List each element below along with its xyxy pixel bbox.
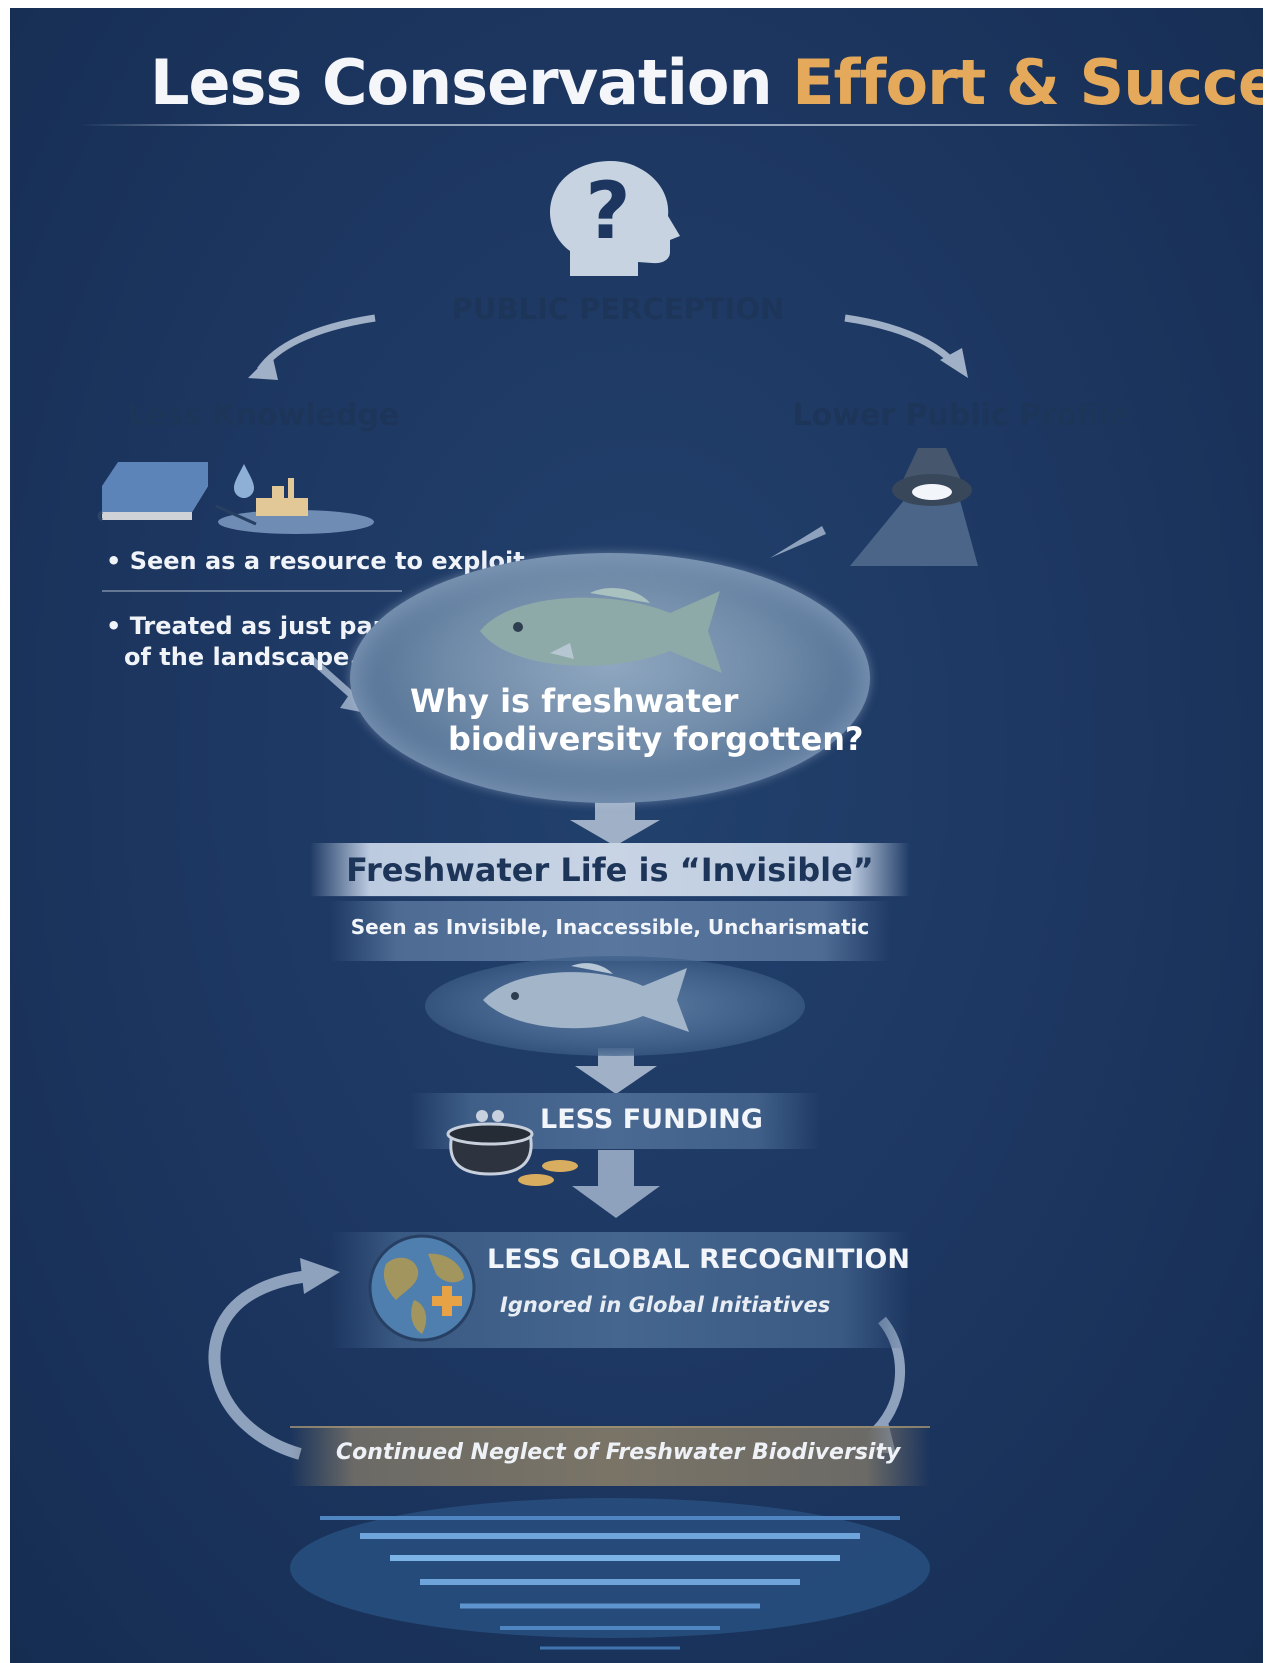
purse-icon bbox=[446, 1110, 578, 1186]
question-head-icon: ? bbox=[550, 161, 680, 276]
neglect-label: Continued Neglect of Freshwater Biodiver… bbox=[336, 1440, 901, 1465]
water-ripple-icon bbox=[290, 1498, 930, 1650]
flow-arrows bbox=[208, 314, 968, 1460]
title-part1: Less Conservation bbox=[150, 46, 773, 119]
lower-profile-banner: Lower Public Profile bbox=[770, 389, 1152, 441]
arrow-right-head bbox=[940, 348, 968, 378]
page-title: Less Conservation Effort & Success bbox=[150, 46, 1263, 119]
fish-icon bbox=[480, 588, 722, 673]
infographic-canvas: Less Conservation Effort & Success ? PUB… bbox=[10, 8, 1263, 1663]
invisible-subtitle: Seen as Invisible, Inaccessible, Unchari… bbox=[350, 915, 870, 939]
invisible-title: Freshwater Life is “Invisible” bbox=[346, 851, 874, 889]
svg-text:?: ? bbox=[585, 167, 630, 257]
less-knowledge-label: Less Knowledge bbox=[126, 397, 400, 433]
knowledge-illustration bbox=[97, 462, 374, 534]
lower-profile-label: Lower Public Profile bbox=[792, 397, 1130, 433]
arrow-left-head bbox=[248, 354, 278, 380]
spotlight-icon bbox=[850, 448, 978, 566]
public-perception-banner: PUBLIC PERCEPTION bbox=[392, 284, 844, 334]
less-knowledge-banner: Less Knowledge bbox=[82, 389, 444, 441]
small-fish-icon bbox=[483, 963, 689, 1032]
title-divider bbox=[80, 124, 1200, 126]
globe-icon bbox=[368, 1234, 476, 1342]
neglect-banner bbox=[290, 1426, 930, 1486]
factory-icon bbox=[256, 478, 308, 516]
global-subtitle: Ignored in Global Initiatives bbox=[500, 1293, 831, 1317]
coin-icon bbox=[542, 1160, 578, 1172]
invisible-banner: Freshwater Life is “Invisible” Seen as I… bbox=[310, 843, 910, 961]
funding-label: LESS FUNDING bbox=[540, 1104, 763, 1135]
question-line1: Why is freshwater bbox=[410, 682, 739, 720]
title-part2: Effort & Success bbox=[792, 46, 1263, 119]
central-question: Why is freshwater biodiversity forgotten… bbox=[410, 682, 864, 758]
bullet-divider bbox=[102, 590, 402, 592]
bullet-landscape-line1: • Treated as just part bbox=[106, 612, 396, 640]
water-drop-icon bbox=[234, 464, 254, 498]
cycle-arrow-left bbox=[208, 1270, 311, 1460]
global-label: LESS GLOBAL RECOGNITION bbox=[487, 1244, 910, 1275]
book-icon bbox=[97, 462, 208, 522]
bullet-landscape-line2: of the landscape. bbox=[124, 643, 359, 671]
question-line2: biodiversity forgotten? bbox=[448, 720, 864, 758]
coin-icon bbox=[518, 1174, 554, 1186]
bullet-resource: • Seen as a resource to exploit bbox=[106, 547, 525, 575]
public-perception-label: PUBLIC PERCEPTION bbox=[451, 292, 785, 326]
bullet-landscape: • Treated as just part of the landscape. bbox=[106, 611, 396, 673]
